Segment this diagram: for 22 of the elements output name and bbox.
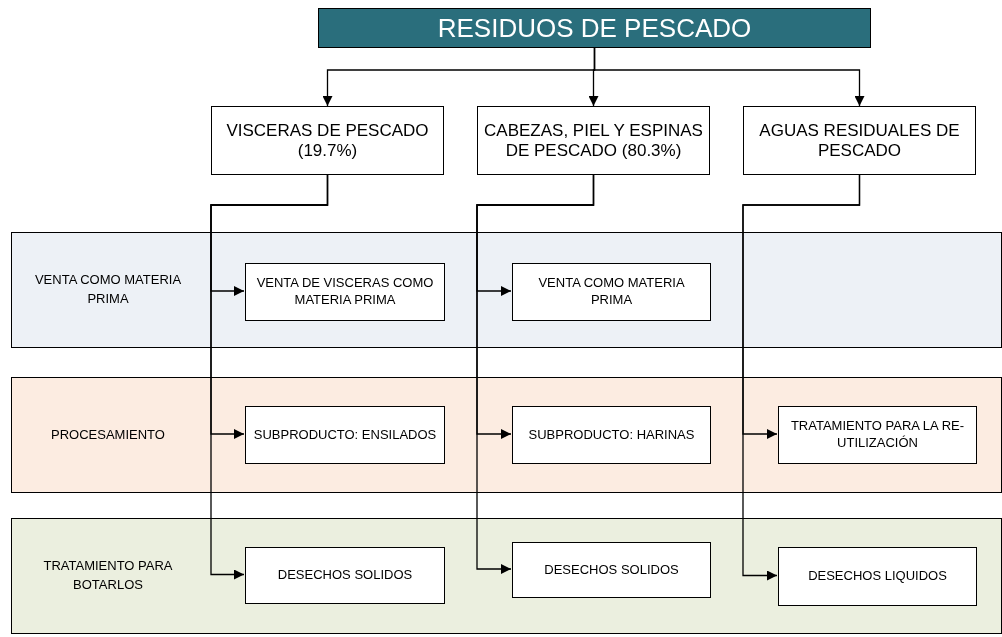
connector-arrow bbox=[476, 174, 595, 574]
category-box: AGUAS RESIDUALES DE PESCADO bbox=[743, 106, 976, 175]
category-band bbox=[11, 377, 1002, 493]
band-label: TRATAMIENTO PARA BOTARLOS bbox=[42, 557, 174, 594]
process-box: DESECHOS SOLIDOS bbox=[512, 542, 711, 598]
process-box: VENTA COMO MATERIA PRIMA bbox=[512, 263, 711, 321]
process-box: TRATAMIENTO PARA LA RE-UTILIZACIÓN bbox=[778, 406, 977, 464]
process-box: VENTA DE VISCERAS COMO MATERIA PRIMA bbox=[245, 263, 445, 321]
process-box: DESECHOS LIQUIDOS bbox=[778, 547, 977, 606]
title-box: RESIDUOS DE PESCADO bbox=[318, 8, 871, 48]
process-box: SUBPRODUCTO: ENSILADOS bbox=[245, 406, 445, 464]
category-box: CABEZAS, PIEL Y ESPINAS DE PESCADO (80.3%) bbox=[477, 106, 710, 175]
band-label: PROCESAMIENTO bbox=[50, 425, 166, 444]
process-box: SUBPRODUCTO: HARINAS bbox=[512, 406, 711, 464]
category-band bbox=[11, 232, 1002, 348]
process-box: DESECHOS SOLIDOS bbox=[245, 547, 445, 604]
connector-arrow bbox=[210, 174, 329, 580]
category-band bbox=[11, 518, 1002, 634]
category-box: VISCERAS DE PESCADO (19.7%) bbox=[211, 106, 444, 175]
band-label: VENTA COMO MATERIA PRIMA bbox=[33, 271, 183, 308]
connector-arrow bbox=[593, 47, 865, 107]
connector-arrow bbox=[742, 174, 861, 581]
